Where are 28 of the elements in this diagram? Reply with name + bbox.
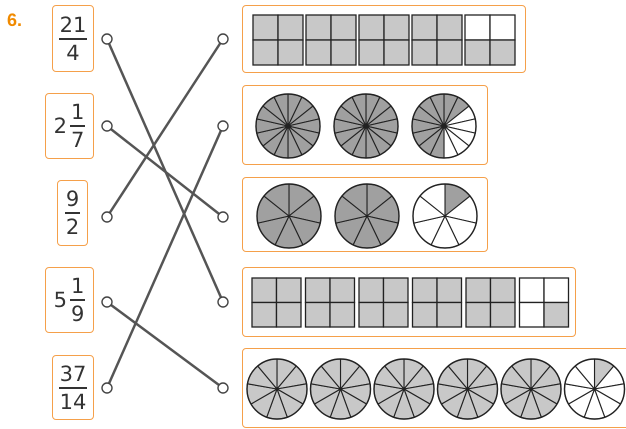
connector-line: [101, 120, 229, 223]
whole-number: 5: [54, 288, 67, 312]
fraction-box: [52, 355, 94, 420]
connector-line: [101, 120, 229, 394]
fraction-box: [52, 5, 94, 72]
connector-line: [101, 33, 229, 308]
fraction-box: [45, 267, 94, 333]
connector-line: [101, 33, 229, 223]
denominator: 14: [60, 388, 86, 414]
numerator: 21: [58, 12, 88, 40]
picture-panel: [242, 177, 488, 252]
denominator: 4: [66, 40, 80, 66]
whole-number: 2: [54, 114, 67, 138]
denominator: 7: [71, 127, 84, 153]
fraction-box: [45, 93, 94, 159]
denominator: 2: [66, 214, 80, 240]
fraction-box: [57, 180, 88, 246]
picture-panel: [242, 85, 488, 165]
numerator: 1: [70, 99, 86, 127]
picture-panel: [242, 348, 626, 428]
numerator: 1: [70, 273, 86, 301]
picture-panel: [242, 5, 526, 73]
numerator: 37: [58, 360, 88, 388]
picture-panel: [242, 267, 576, 337]
connector-line: [101, 296, 229, 394]
exercise-number: 6.: [7, 10, 22, 31]
numerator: 9: [64, 186, 80, 214]
denominator: 9: [71, 301, 84, 327]
